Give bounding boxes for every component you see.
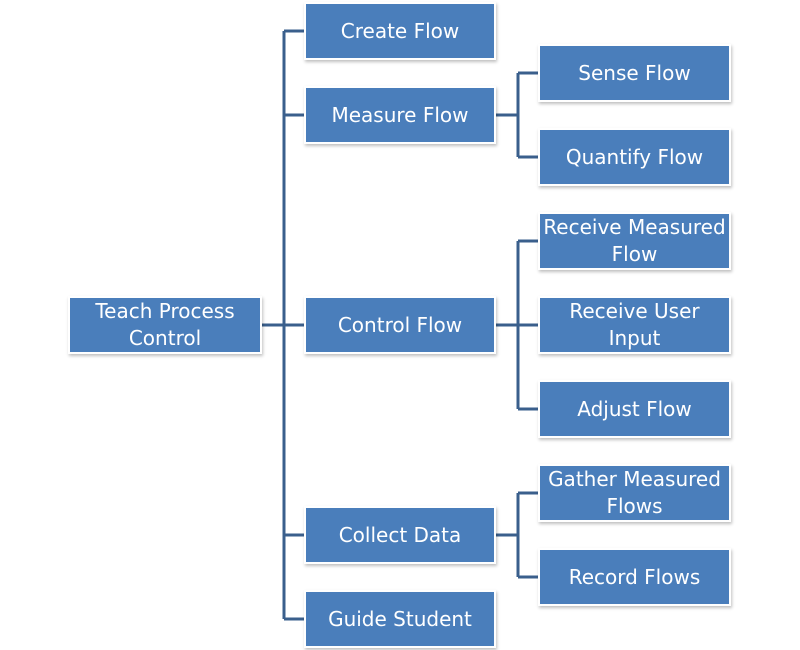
node-receive-measured-flow: Receive Measured Flow (538, 212, 731, 270)
node-record-flows: Record Flows (538, 548, 731, 606)
node-measure-flow: Measure Flow (304, 86, 496, 144)
node-adjust-flow: Adjust Flow (538, 380, 731, 438)
node-control-flow: Control Flow (304, 296, 496, 354)
node-collect-data: Collect Data (304, 506, 496, 564)
node-gather-measured-flows: Gather Measured Flows (538, 464, 731, 522)
node-teach-process-control: Teach Process Control (68, 296, 262, 354)
node-quantify-flow: Quantify Flow (538, 128, 731, 186)
node-sense-flow: Sense Flow (538, 44, 731, 102)
node-receive-user-input: Receive User Input (538, 296, 731, 354)
node-guide-student: Guide Student (304, 590, 496, 648)
node-create-flow: Create Flow (304, 2, 496, 60)
